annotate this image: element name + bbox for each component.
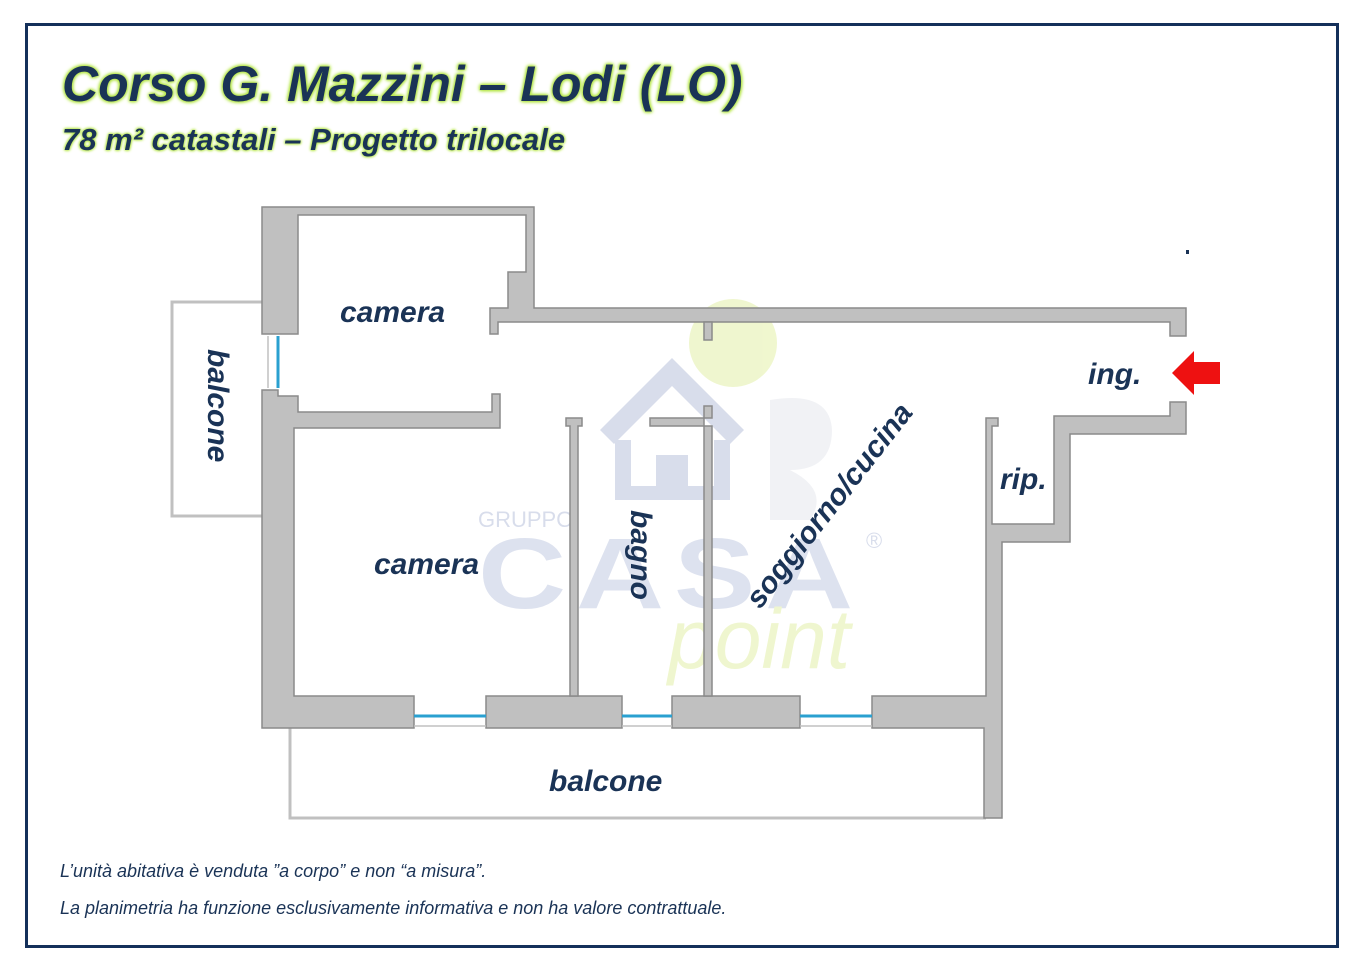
room-label-camera-bottom: camera bbox=[374, 548, 479, 581]
windows bbox=[276, 336, 872, 718]
page-subtitle: 78 m² catastali – Progetto trilocale bbox=[62, 122, 566, 157]
entrance-arrow-icon bbox=[1172, 351, 1220, 395]
watermark-registered: ® bbox=[866, 528, 882, 553]
mark-dot bbox=[1186, 250, 1189, 254]
watermark-logo: GRUPPO CASA ® point bbox=[478, 299, 882, 686]
watermark-casa: CASA bbox=[478, 518, 863, 630]
wall-bagno-right bbox=[649, 405, 713, 697]
walls bbox=[261, 206, 1187, 819]
room-label-balcone-left: balcone bbox=[201, 349, 234, 462]
watermark-house-icon bbox=[615, 440, 730, 500]
balcony-bottom-outline bbox=[288, 728, 986, 820]
room-label-ingresso: ing. bbox=[1088, 358, 1141, 391]
wall-bagno-left bbox=[565, 417, 583, 697]
room-label-bagno: bagno bbox=[624, 510, 657, 600]
watermark-point: point bbox=[665, 592, 854, 686]
wall-bottom-segment-1 bbox=[485, 695, 623, 729]
room-label-ripostiglio: rip. bbox=[1000, 463, 1047, 496]
wall-right-and-rip bbox=[871, 401, 1187, 819]
balcony-left-outline bbox=[170, 300, 262, 518]
footer-note-1: L’unità abitativa è venduta ”a corpo” e … bbox=[60, 861, 487, 881]
watermark-shape bbox=[770, 398, 832, 520]
wall-top-room bbox=[261, 206, 1187, 337]
room-label-camera-top: camera bbox=[340, 296, 445, 329]
window-frames bbox=[267, 336, 872, 727]
balconies bbox=[170, 300, 986, 820]
room-label-balcone-bottom: balcone bbox=[549, 765, 662, 798]
watermark-roof-icon bbox=[600, 358, 744, 444]
wall-bottom-segment-2 bbox=[671, 695, 801, 729]
wall-stub bbox=[703, 321, 713, 341]
page-frame bbox=[25, 23, 1339, 948]
footer-note-2: La planimetria ha funzione esclusivament… bbox=[60, 898, 727, 918]
watermark-gruppo: GRUPPO bbox=[478, 507, 573, 532]
page-title: Corso G. Mazzini – Lodi (LO) bbox=[62, 56, 743, 112]
